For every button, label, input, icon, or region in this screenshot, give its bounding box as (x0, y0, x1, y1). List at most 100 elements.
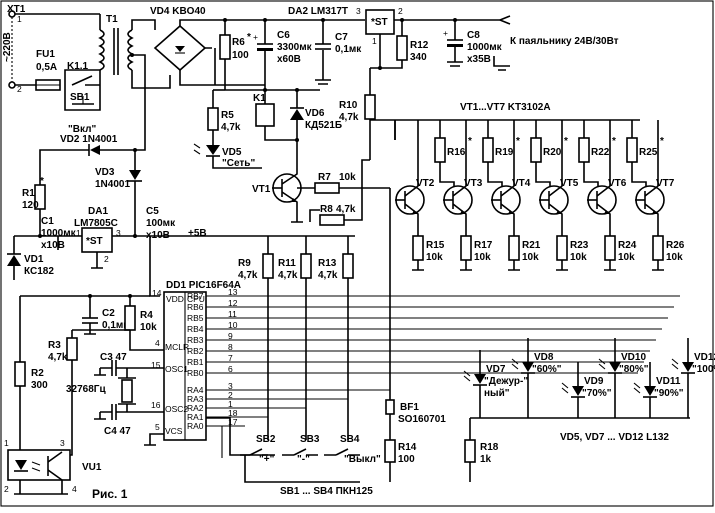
dd1-ra-pin: 1 (228, 399, 233, 409)
emitter-arrow (460, 210, 466, 214)
emitter-resistor-value: 10k (570, 252, 587, 263)
emitter-ground (412, 260, 424, 271)
fu1-ref: FU1 (36, 49, 55, 60)
dd1-osc2: OSC2 (165, 404, 188, 414)
emitter-ground (652, 260, 664, 271)
vu1-pin3: 3 (60, 438, 65, 448)
r7-ref: R7 (318, 172, 331, 183)
r9-ref: R9 (238, 258, 251, 269)
k1-contact-ref: K1.1 (67, 61, 89, 72)
collector-resistor-ast: * (612, 136, 616, 147)
collector-resistor (530, 137, 542, 163)
da2-regulator: *ST DA2 LM317T 3 2 1 (288, 6, 403, 46)
sb2-ref: SB2 (256, 434, 276, 445)
led-ref: VD12 (694, 352, 715, 363)
k1-ref: K1 (253, 93, 266, 104)
dd1-pin4: 4 (155, 338, 160, 348)
vd2-ref: VD2 1N4001 (60, 134, 118, 145)
sb4-button[interactable]: SB4 "Выкл" (324, 434, 381, 465)
r11-resistor: R11 4,7k (278, 236, 312, 440)
dd1-osc1: OSC1 (165, 364, 188, 374)
led-label: "90%" (654, 388, 684, 399)
sb1-label: "Вкл" (68, 124, 96, 135)
led-indicator: VD12"100%" (671, 338, 715, 418)
r6-ast: * (247, 32, 251, 43)
dd1-cpu: CPU (187, 294, 205, 304)
emitter-resistor (412, 235, 424, 261)
emitter-ground (460, 260, 472, 271)
dd1-rb-pin: 7 (228, 353, 233, 363)
dd1-rb-pin: 6 (228, 364, 233, 374)
c8-ref: C8 (467, 30, 480, 41)
r13-value: 4,7k (318, 270, 338, 281)
r12-ref: R12 (410, 40, 429, 51)
da2-pin3: 3 (356, 6, 361, 16)
fu1-value: 0,5А (36, 62, 57, 73)
sb4-ref: SB4 (340, 434, 360, 445)
crystal-label: 32768Гц (66, 384, 106, 395)
c7-value: 0,1мк (335, 44, 362, 55)
vd3-value: 1N4001 (95, 179, 130, 190)
dd1-ra-name: RA3 (187, 394, 204, 404)
emitter-arrow (412, 210, 418, 214)
r4-value: 10k (140, 322, 157, 333)
output-connector: К паяльнику 24В/30Вт (493, 15, 619, 71)
sb3-button[interactable]: SB3 "-" (282, 434, 320, 465)
da2-ref: DA2 LM317T (288, 6, 348, 17)
led-label: "80%" (619, 364, 649, 375)
collector-resistor-ref: R22 (591, 147, 610, 158)
emitter-resistor (460, 235, 472, 261)
led-ref: VD9 (584, 376, 604, 387)
r6-value: 100 (232, 50, 249, 61)
output-label: К паяльнику 24В/30Вт (510, 36, 619, 47)
r2-resistor: R2 300 (14, 296, 48, 450)
r10-resistor: R10 4,7k (339, 68, 376, 160)
r6-ref: R6 (232, 37, 245, 48)
da2-core: *ST (371, 17, 388, 28)
led-rays (671, 358, 679, 370)
emitter-ground (508, 260, 520, 271)
r1-ast: * (40, 176, 44, 187)
emitter-resistor-ref: R23 (570, 240, 589, 251)
transistor-ref: VT6 (608, 178, 627, 189)
da1-ref: DA1 (88, 206, 108, 217)
bf1-ref: BF1 (400, 402, 419, 413)
led-symbol (522, 362, 534, 372)
transistor-ref: VT3 (464, 178, 483, 189)
sb1-button[interactable]: SB1 "Вкл" (64, 85, 101, 135)
k1-contact: K1.1 (64, 61, 100, 86)
led-ref: VD10 (621, 352, 646, 363)
dd1-ra-pin: 2 (228, 390, 233, 400)
sb2-label: "+" (259, 454, 275, 465)
dd1-pin5: 5 (155, 422, 160, 432)
sb3-label: "-" (297, 454, 310, 465)
dd1-rb-pin: 12 (228, 298, 238, 308)
dd1-rb-pin: 11 (228, 309, 237, 319)
r11-value: 4,7k (278, 270, 298, 281)
dd1-rb-pin: 8 (228, 342, 233, 352)
da1-pin2: 2 (104, 254, 109, 264)
c3-capacitor: C3 47 (94, 352, 127, 376)
vt-group-label: VT1...VT7 KT3102A (460, 102, 551, 113)
vd3-diode: VD3 1N4001 (95, 150, 142, 236)
collector-resistor (626, 137, 638, 163)
emitter-resistor-ref: R26 (666, 240, 685, 251)
r8-ref: R8 (320, 204, 333, 215)
led-ref: VD11 (656, 376, 681, 387)
collector-resistor (578, 137, 590, 163)
collector-resistor-ref: R20 (543, 147, 562, 158)
r10-value: 4,7k (339, 112, 359, 123)
vd1-zener: VD1 КС182 (7, 236, 54, 280)
dd1-rb-name: RB5 (187, 313, 204, 323)
led-symbol (644, 386, 656, 396)
c8-capacitor: + C8 1000мк x35В (443, 20, 503, 67)
r2-ref: R2 (31, 368, 44, 379)
c4-ref: C4 47 (104, 426, 131, 437)
led-ref: VD7 (486, 364, 506, 375)
t1-ref: T1 (106, 14, 118, 25)
vu1-pin1: 1 (4, 438, 9, 448)
